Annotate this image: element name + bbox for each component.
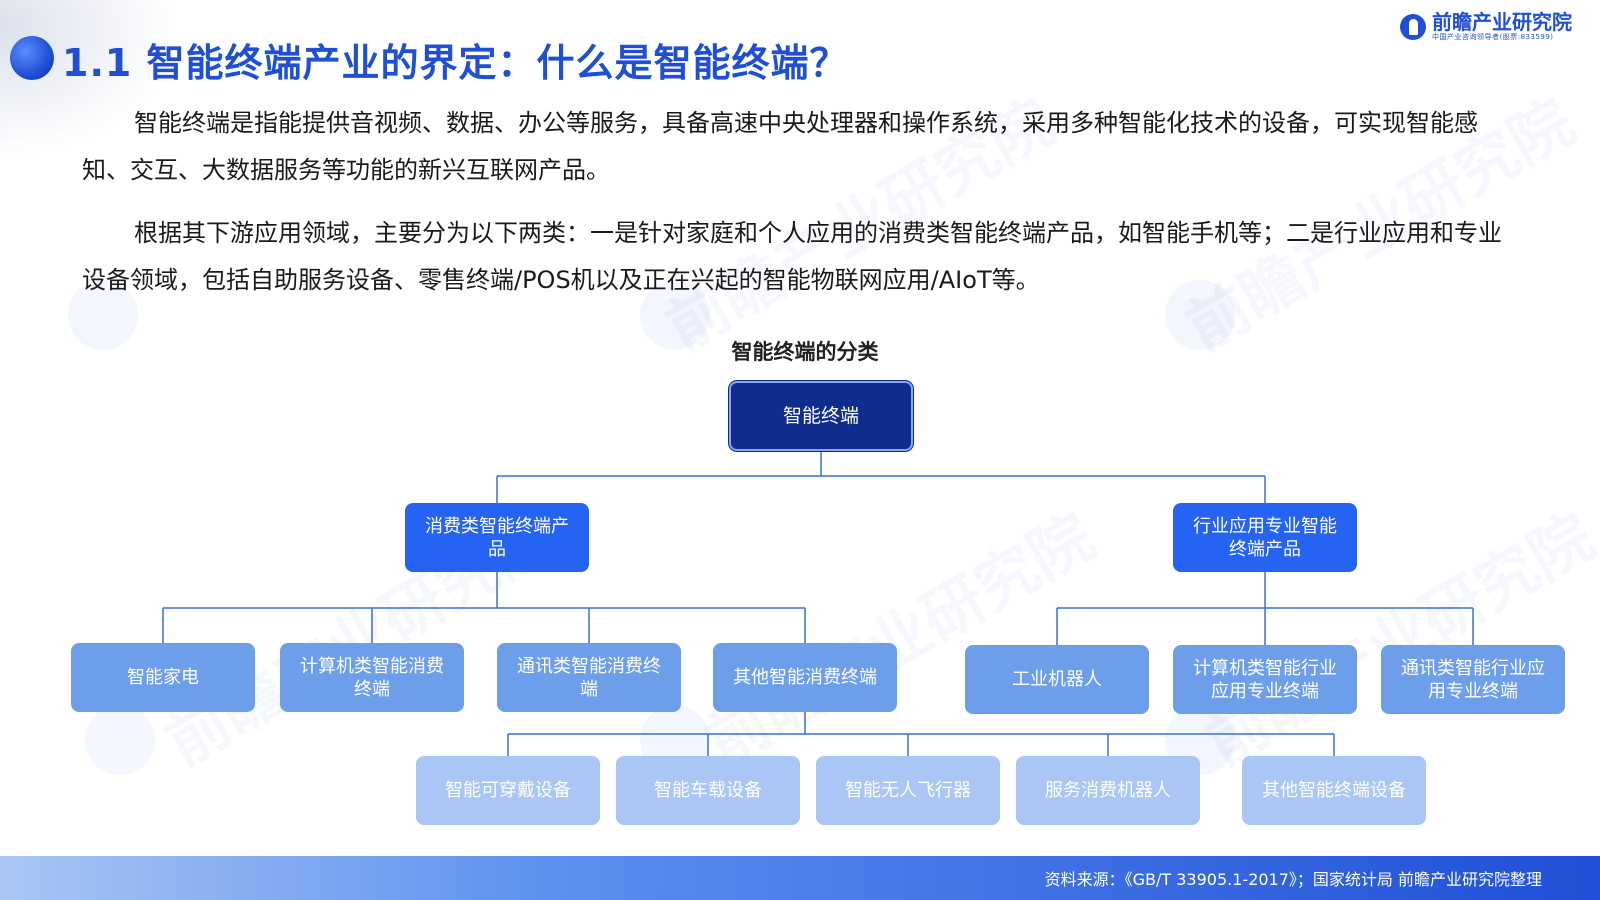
node-consumer-child: 通讯类智能消费终端 [497, 643, 681, 712]
title-bullet-icon [10, 36, 54, 80]
footer-bar: 资料来源：《GB/T 33905.1-2017》；国家统计局 前瞻产业研究院整理 [0, 856, 1600, 900]
corner-glow [0, 0, 180, 160]
node-other-child: 智能可穿戴设备 [416, 756, 600, 825]
node-industry-child: 计算机类智能行业应用专业终端 [1173, 645, 1357, 714]
source-note: 资料来源：《GB/T 33905.1-2017》；国家统计局 前瞻产业研究院整理 [1044, 870, 1542, 889]
definition-text: 智能终端是指能提供音视频、数据、办公等服务，具备高速中央处理器和操作系统，采用多… [82, 109, 1478, 184]
diagram-title: 智能终端的分类 [731, 340, 879, 364]
node-industry-child: 工业机器人 [965, 645, 1149, 714]
node-other-child: 智能无人飞行器 [816, 756, 1000, 825]
logo-icon [1400, 13, 1426, 40]
brand-logo: 前瞻产业研究院 中国产业咨询领导者(股票:833599) [1400, 12, 1572, 41]
page-title: 1.1 智能终端产业的界定：什么是智能终端？ [62, 41, 849, 85]
node-consumer-child: 计算机类智能消费终端 [280, 643, 464, 712]
node-industry: 行业应用专业智能终端产品 [1173, 503, 1357, 572]
node-industry-child: 通讯类智能行业应用专业终端 [1381, 645, 1565, 714]
node-consumer: 消费类智能终端产品 [405, 503, 589, 572]
node-root: 智能终端 [729, 381, 913, 451]
definition-paragraph: 智能终端是指能提供音视频、数据、办公等服务，具备高速中央处理器和操作系统，采用多… [82, 100, 1502, 194]
node-other-child: 服务消费机器人 [1016, 756, 1200, 825]
classification-paragraph: 根据其下游应用领域，主要分为以下两类：一是针对家庭和个人应用的消费类智能终端产品… [82, 210, 1502, 304]
node-consumer-child: 其他智能消费终端 [713, 643, 897, 712]
classification-text: 根据其下游应用领域，主要分为以下两类：一是针对家庭和个人应用的消费类智能终端产品… [82, 219, 1502, 294]
node-consumer-child: 智能家电 [71, 643, 255, 712]
logo-name: 前瞻产业研究院 [1432, 10, 1572, 34]
logo-subtitle: 中国产业咨询领导者(股票:833599) [1432, 33, 1554, 41]
node-other-child: 其他智能终端设备 [1242, 756, 1426, 825]
node-other-child: 智能车载设备 [616, 756, 800, 825]
